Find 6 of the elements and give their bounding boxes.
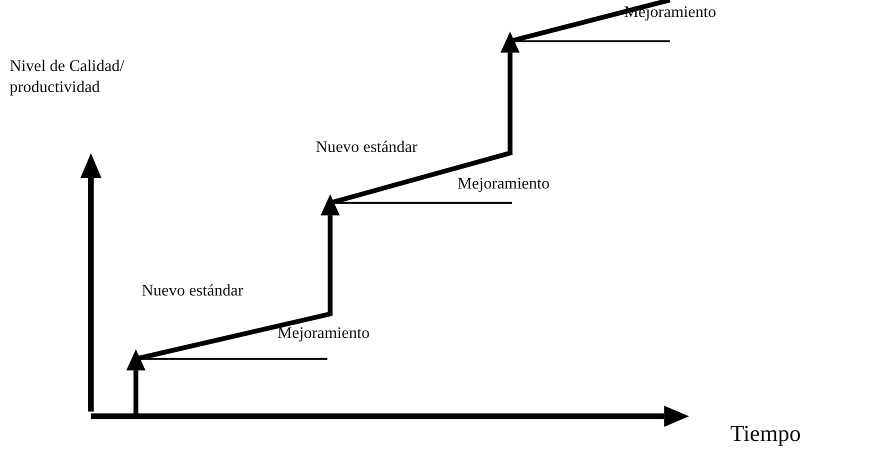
standard-label: Nuevo estándar [316,136,418,158]
improvement-label: Mejoramiento [278,322,370,344]
axis-label: Nivel de Calidad/ productividad [10,56,126,98]
axis-label: Tiempo [730,421,801,448]
standard-label: Nuevo estándar [142,280,244,302]
improvement-label: Mejoramiento [457,173,550,194]
